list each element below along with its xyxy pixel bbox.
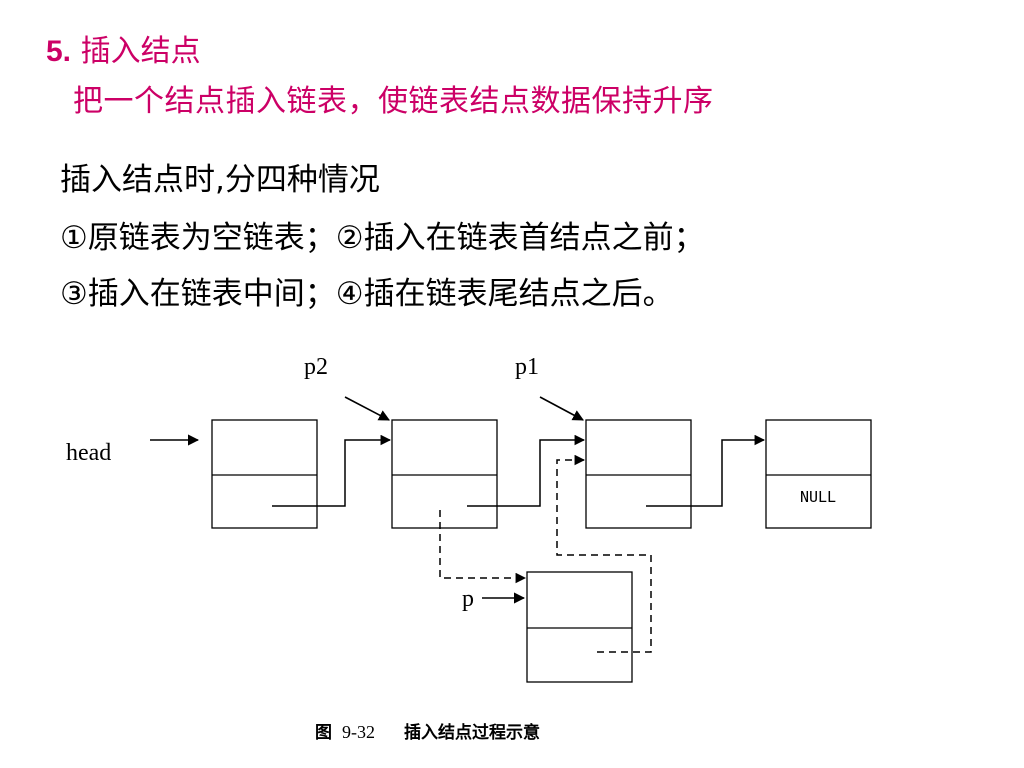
node-4: NULL [765,419,872,529]
caption-prefix: 图 [315,723,332,743]
pointer-p1-label: p1 [515,354,539,380]
section-subtitle: 把一个结点插入链表，使链表结点数据保持升序 [73,84,714,119]
body-line-2: ①原链表为空链表；②插入在链表首结点之前； [60,220,705,256]
node-2 [391,419,498,529]
body-line-3: ③插入在链表中间；④插在链表尾结点之后。 [60,276,674,312]
caption-text: 插入结点过程示意 [404,722,540,743]
link-node3-node4 [646,434,766,507]
node-3 [585,419,692,529]
dashed-link-node2-to-p [439,510,527,584]
link-node2-node3 [467,434,586,507]
link-node1-node2 [272,434,392,507]
caption-number: 9-32 [342,722,375,742]
dashed-link-p-to-node3 [556,454,652,653]
body-line-1: 插入结点时,分四种情况 [60,162,380,198]
null-label: NULL [800,488,836,506]
pointer-p2-arrow [344,396,390,421]
pointer-p1-arrow [539,396,584,421]
node-1 [211,419,318,529]
section-title: 插入结点 [80,34,201,69]
head-label: head [66,440,111,466]
section-number: 5. [46,35,72,68]
section-heading: 5. 插入结点 [46,32,201,72]
new-node-p [526,571,633,683]
pointer-p-label: p [462,586,474,612]
pointer-p2-label: p2 [304,354,328,380]
